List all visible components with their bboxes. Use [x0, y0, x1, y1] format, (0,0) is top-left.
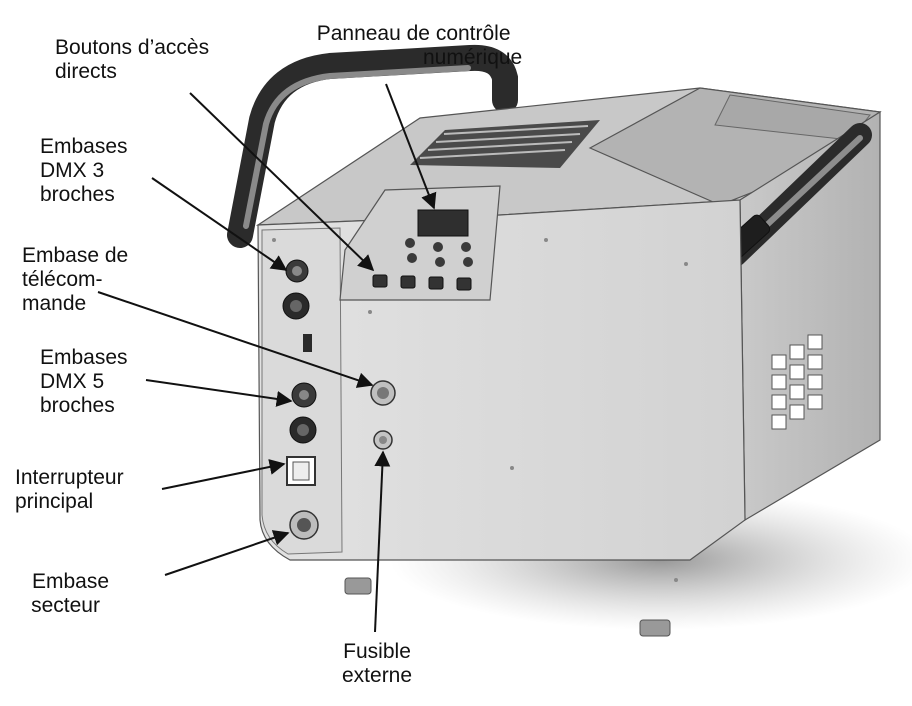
dmx3-connectors [282, 259, 310, 320]
label-interrupteur-line2: principal [15, 490, 94, 513]
label-boutons-line1: Boutons d’accès [55, 36, 210, 59]
rear-handle [227, 44, 518, 248]
top-vent-grille [410, 120, 600, 168]
label-dmx5-line3: broches [40, 394, 115, 417]
label-telecommande-line2: télécom- [22, 268, 103, 291]
label-dmx3-line1: Embases [40, 135, 128, 158]
label-fusible-line1: Fusible [343, 640, 411, 663]
label-secteur-line1: Embase [32, 570, 110, 593]
fuse-holder [373, 430, 393, 450]
arrow-dmx3 [151, 177, 288, 271]
arrow-secteur [164, 530, 290, 576]
label-dmx5-line1: Embases [40, 346, 128, 369]
label-telecommande-line1: Embase de [22, 244, 129, 267]
foot-left [344, 577, 372, 595]
label-interrupteur-line1: Interrupteur [15, 466, 124, 489]
label-fusible: Fusible externe [342, 640, 412, 688]
label-telecommande: Embase de télécom- mande [22, 244, 128, 316]
foot-right [639, 619, 671, 637]
label-dmx5: Embases DMX 5 broches [40, 346, 128, 418]
label-dmx5-line2: DMX 5 [40, 370, 105, 393]
label-dmx3-line2: DMX 3 [40, 159, 105, 182]
label-panneau-line2: numérique [423, 46, 523, 69]
label-interrupteur: Interrupteur principal [15, 466, 124, 514]
dmx-switch [303, 334, 312, 352]
screws [272, 238, 688, 582]
side-vent [771, 334, 823, 430]
label-dmx3-line3: broches [40, 183, 115, 206]
label-boutons-line2: directs [55, 60, 117, 83]
arrow-fusible [374, 450, 391, 633]
leader-lines [97, 83, 437, 633]
encoder-knobs [405, 238, 473, 267]
label-panneau-line1: Panneau de contrôle [316, 22, 511, 45]
dmx5-connectors [289, 382, 317, 444]
direct-access-buttons [372, 274, 472, 291]
arrow-boutons [189, 92, 375, 272]
label-panneau: Panneau de contrôle numérique [305, 22, 523, 70]
arrow-panneau [385, 83, 437, 210]
label-telecommande-line3: mande [22, 292, 87, 315]
power-inlet [289, 510, 319, 540]
label-fusible-line2: externe [342, 664, 413, 687]
lcd-display [417, 209, 469, 237]
label-dmx3: Embases DMX 3 broches [40, 135, 128, 207]
rear-handle-highlight [243, 65, 471, 229]
label-secteur-line2: secteur [31, 594, 100, 617]
arrow-dmx5 [145, 379, 293, 407]
label-boutons: Boutons d’accès directs [55, 36, 209, 84]
arrow-interrupteur [161, 459, 286, 490]
remote-connector [370, 380, 396, 406]
label-secteur: Embase secteur [22, 570, 109, 618]
arrow-telecommande [97, 291, 374, 388]
